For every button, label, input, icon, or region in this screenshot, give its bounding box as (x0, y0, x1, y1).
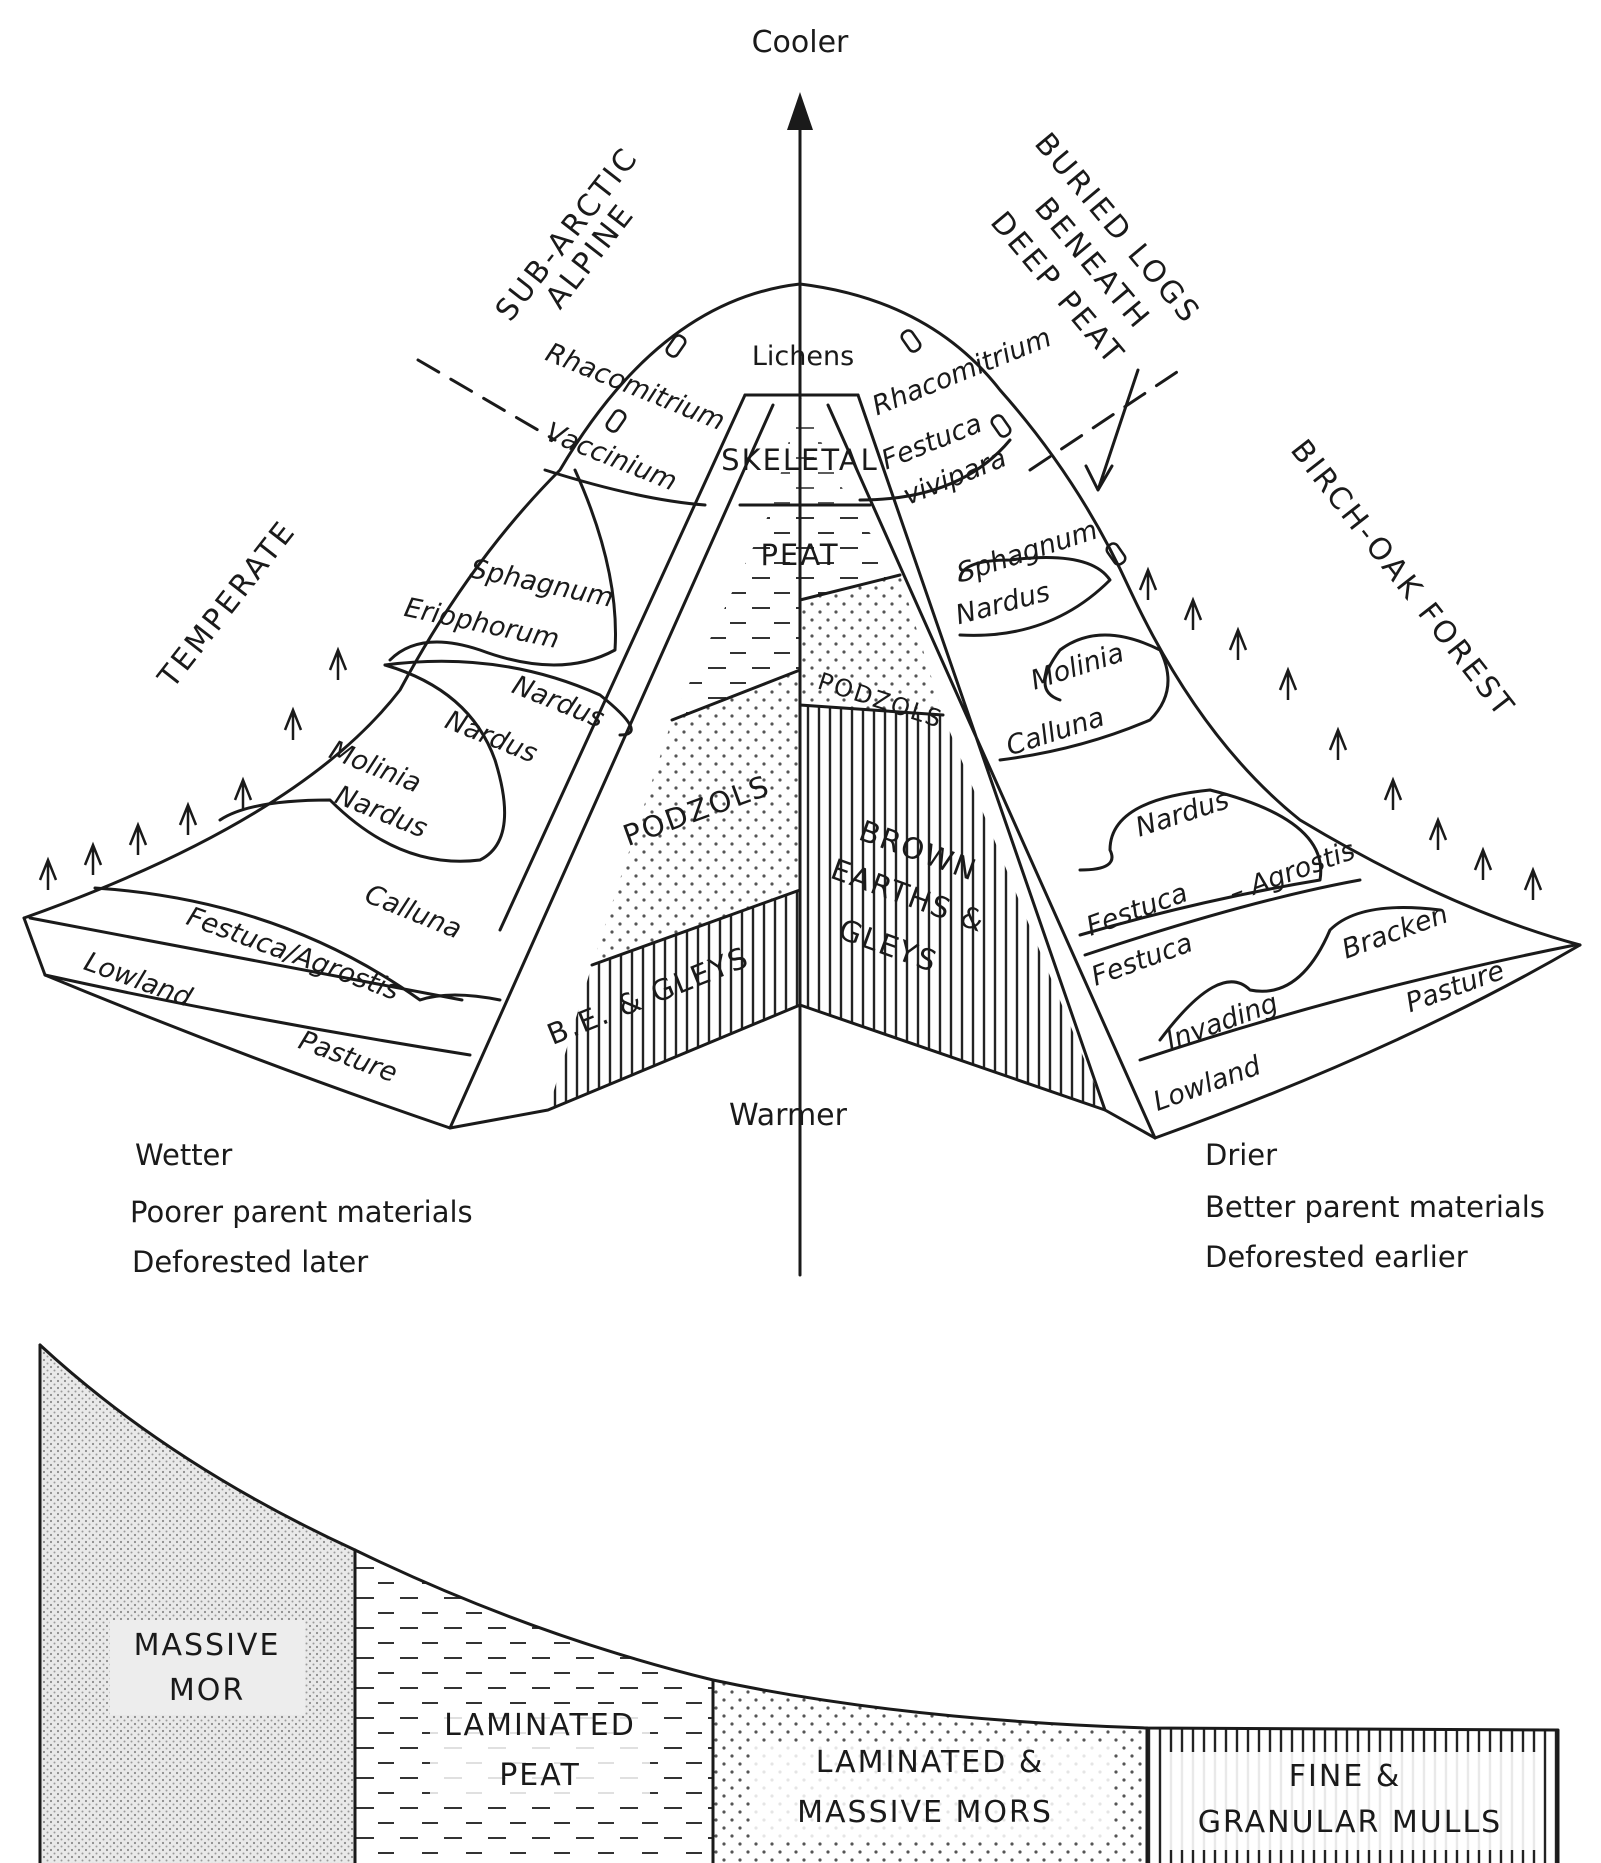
veg-right-calluna: Calluna (1002, 702, 1108, 763)
note-left-1: Wetter (135, 1138, 232, 1172)
veg-left-nardus-2: Nardus (441, 705, 542, 770)
veg-right-agrostis: – Agrostis (1225, 835, 1359, 909)
notes-left: Wetter Poorer parent materials Deforeste… (130, 1138, 473, 1279)
veg-top-lichens: Lichens (752, 341, 854, 372)
axis-label-cooler: Cooler (752, 25, 849, 60)
note-left-2: Poorer parent materials (130, 1195, 473, 1229)
note-right-3: Deforested earlier (1205, 1240, 1468, 1274)
humus-label-laminated-mors-2: MASSIVE MORS (797, 1795, 1053, 1830)
pyramid-right-base (1155, 945, 1580, 1138)
tree-icons-left (40, 650, 346, 890)
humus-laminated-peat-fill (355, 1550, 713, 1863)
veg-right-sphagnum: Sphagnum (953, 515, 1101, 589)
veg-right-molinia: Molinia (1027, 637, 1128, 696)
soil-skeletal: SKELETAL (721, 443, 879, 477)
axis-arrow-icon (787, 92, 813, 130)
humus-label-massive-mor-1: MASSIVE (134, 1628, 281, 1663)
zone-label-temperate: TEMPERATE (151, 514, 304, 696)
humus-label-massive-mor-2: MOR (169, 1673, 245, 1708)
veg-right-lowland: Lowland (1149, 1050, 1266, 1118)
humus-label-laminated-mors-1: LAMINATED & (816, 1745, 1045, 1780)
notes-right: Drier Better parent materials Deforested… (1205, 1138, 1545, 1274)
axis-label-warmer: Warmer (729, 1098, 848, 1133)
humus-label-laminated-peat-1: LAMINATED (444, 1708, 636, 1743)
zone-label-birch-oak: BIRCH-OAK FOREST (1283, 433, 1522, 725)
veg-left-rhacomitrium: Rhacomitrium (541, 337, 729, 437)
humus-label-mulls-2: GRANULAR MULLS (1198, 1805, 1502, 1840)
veg-left-lowland: Lowland (80, 946, 197, 1014)
soil-peat: PEAT (760, 538, 839, 572)
veg-left-vaccinium: Vaccinium (541, 417, 681, 498)
veg-left-calluna: Calluna (360, 879, 465, 946)
note-right-1: Drier (1205, 1138, 1277, 1172)
pyramid-diagram (24, 284, 1580, 1138)
note-left-3: Deforested later (132, 1245, 368, 1279)
buried-logs-arrow (1086, 370, 1138, 490)
note-right-2: Better parent materials (1205, 1190, 1545, 1224)
veg-right-invading: Invading (1162, 988, 1282, 1057)
left-belt-pasture (45, 975, 470, 1055)
humus-profile-chart: MASSIVE MOR LAMINATED PEAT LAMINATED & M… (40, 1345, 1558, 1863)
veg-right-rhacomitrium: Rhacomitrium (868, 322, 1056, 422)
humus-label-mulls-1: FINE & (1289, 1759, 1401, 1794)
veg-right-pasture: Pasture (1402, 955, 1509, 1019)
humus-massive-mor-fill (40, 1345, 355, 1863)
veg-left-sphagnum: Sphagnum (467, 553, 616, 614)
humus-label-laminated-peat-2: PEAT (499, 1758, 581, 1793)
